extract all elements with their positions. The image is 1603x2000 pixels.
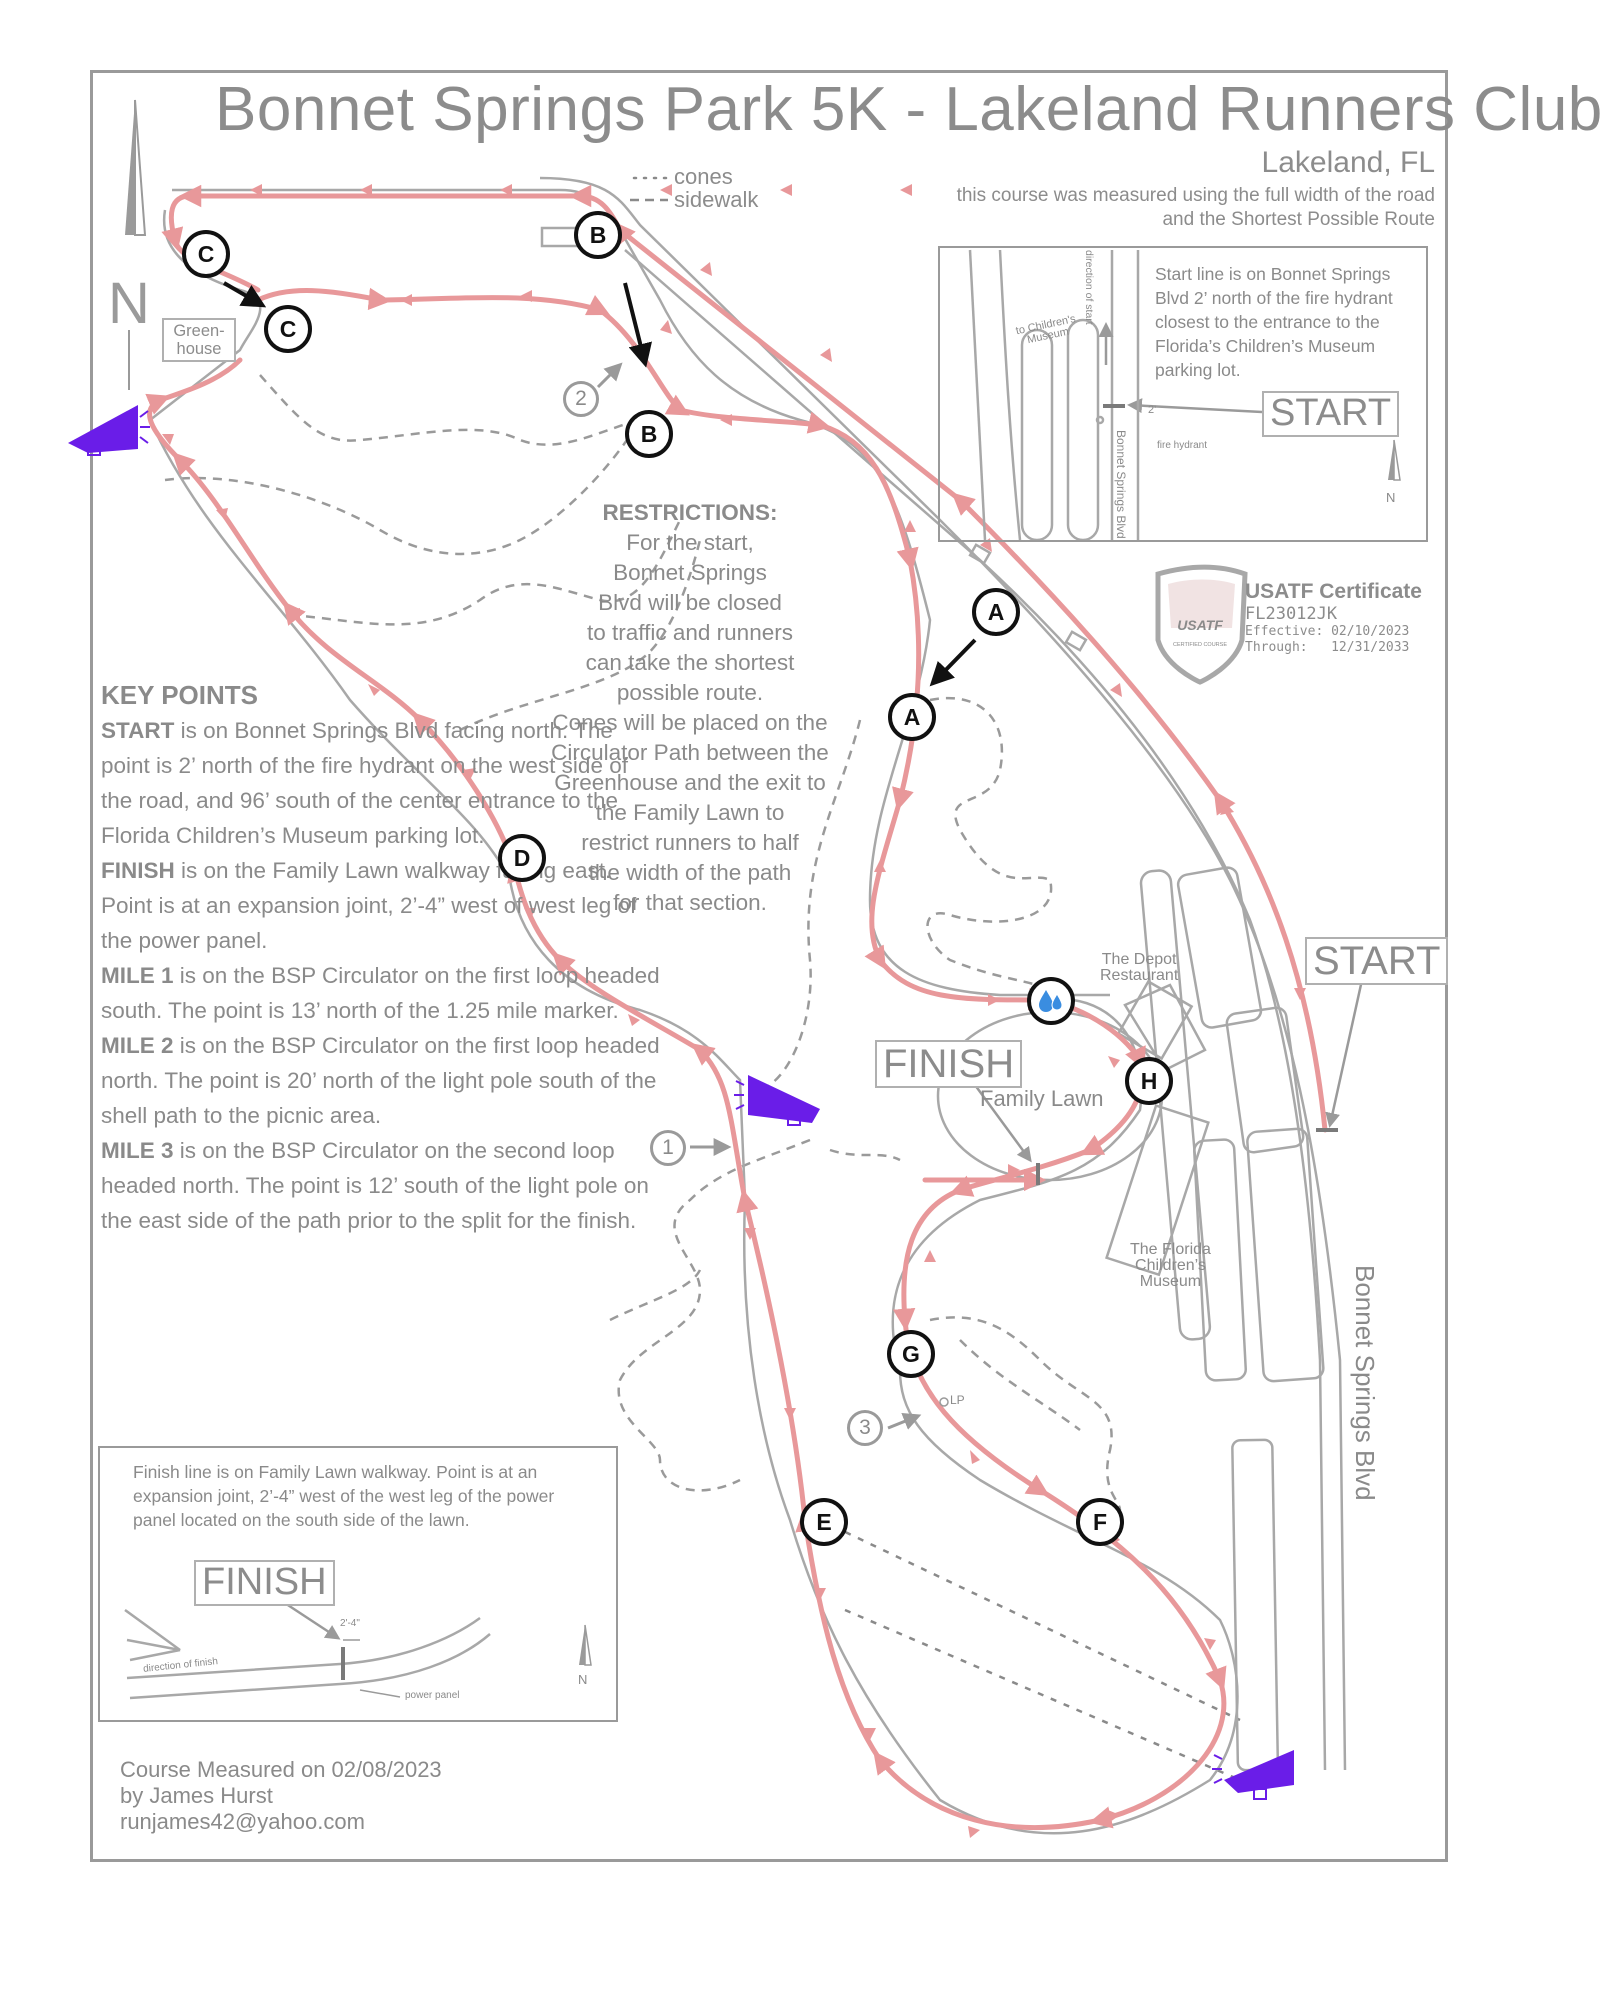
- key-points-heading: KEY POINTS: [101, 680, 259, 710]
- restrictions-line: the Family Lawn to: [595, 800, 785, 825]
- usatf-certificate: USATF Certificate FL23012JK Effective: 0…: [1245, 580, 1422, 656]
- restrictions-line: for that section.: [613, 890, 767, 915]
- key-point-mile-3: MILE 3 is on the BSP Circulator on the s…: [101, 1138, 649, 1233]
- legend-symbols: [630, 176, 670, 202]
- legend-cones: cones: [674, 164, 733, 189]
- finish-inset-north-label: N: [578, 1672, 588, 1687]
- credit-date: Course Measured on 02/08/2023: [120, 1757, 442, 1782]
- depot-building: [1123, 983, 1207, 1072]
- finish-inset-panel-label: power panel: [405, 1690, 460, 1701]
- restrictions-line: Greenhouse and the exit to: [554, 770, 826, 795]
- water-station: [1027, 977, 1075, 1025]
- restrictions-line: can take the shortest: [585, 650, 795, 675]
- key-point-finish: FINISH is on the Family Lawn walkway fac…: [101, 858, 637, 953]
- key-points-block: KEY POINTS START is on Bonnet Springs Bl…: [101, 678, 661, 1238]
- mile-marker-3: 3: [847, 1410, 883, 1446]
- north-arrow-icon: [125, 99, 147, 390]
- bonnet-springs-blvd-label: Bonnet Springs Blvd: [1350, 1265, 1380, 1501]
- legend-sidewalk: sidewalk: [674, 187, 759, 212]
- label-pointers: [264, 398, 1364, 1640]
- megaphone-icon: [68, 405, 150, 456]
- start-inset-offset-label: 2': [1148, 404, 1157, 416]
- checkpoint-c: C: [182, 230, 230, 278]
- certificate-effective: Effective: 02/10/2023: [1245, 624, 1410, 639]
- parking-lot: [1105, 866, 1325, 1772]
- restrictions-line: possible route.: [616, 680, 764, 705]
- restrictions-line: Blvd will be closed: [598, 590, 782, 615]
- certificate-title: USATF Certificate: [1245, 580, 1422, 603]
- page-title: Bonnet Springs Park 5K - Lakeland Runner…: [215, 75, 1603, 144]
- usatf-badge-icon: USATF CERTIFIED COURSE: [1155, 564, 1248, 685]
- restrictions-line: For the start,: [626, 530, 754, 555]
- restrictions-block: RESTRICTIONS: For the start, Bonnet Spri…: [500, 498, 880, 918]
- start-inset: [938, 246, 1428, 542]
- checkpoint-a: A: [972, 588, 1020, 636]
- restrictions-line: Cones will be placed on the: [552, 710, 828, 735]
- certificate-through: Through: 12/31/2033: [1245, 640, 1410, 655]
- megaphone-icon: [734, 1075, 820, 1126]
- finish-label: FINISH: [875, 1040, 1023, 1088]
- usatf-badge-text: USATF: [1177, 617, 1223, 633]
- checkpoint-d: D: [498, 834, 546, 882]
- checkpoint-b: B: [574, 211, 622, 259]
- mile-marker-1: 1: [650, 1130, 686, 1166]
- megaphone-icon: [1212, 1750, 1294, 1800]
- start-inset-north-label: N: [1386, 490, 1396, 505]
- water-drop-icon: [1039, 989, 1063, 1012]
- key-point-start: START is on Bonnet Springs Blvd facing n…: [101, 718, 628, 848]
- checkpoint-e: E: [800, 1498, 848, 1546]
- finish-inset: [98, 1446, 618, 1722]
- usatf-badge-sub: CERTIFIED COURSE: [1173, 642, 1227, 648]
- checkpoint-h: H: [1125, 1057, 1173, 1105]
- start-inset-text: Start line is on Bonnet Springs Blvd 2’ …: [1155, 264, 1393, 380]
- mile-pointers: [596, 362, 922, 1430]
- checkpoint-b: B: [625, 410, 673, 458]
- finish-inset-north-icon: [579, 1624, 592, 1666]
- credit-measurer: by James Hurst: [120, 1783, 273, 1808]
- restrictions-line: restrict runners to half: [581, 830, 799, 855]
- finish-inset-label: FINISH: [194, 1560, 335, 1606]
- course-map: USATF CERTIFIED COURSE: [68, 99, 1401, 1838]
- checkpoint-f: F: [1076, 1498, 1124, 1546]
- finish-inset-drawing: [124, 1608, 491, 1700]
- start-inset-road-label: Bonnet Springs Blvd: [1114, 430, 1128, 539]
- restrictions-line: the width of the path: [588, 860, 792, 885]
- measurement-note: this course was measured using the full …: [956, 185, 1435, 230]
- restrictions-line: Circulator Path between the: [551, 740, 829, 765]
- start-label: START: [1305, 937, 1449, 985]
- family-lawn-label: Family Lawn: [980, 1086, 1104, 1111]
- cone-lines: [819, 1518, 1241, 1782]
- checkpoint-pointers: [222, 281, 977, 687]
- start-inset-north-icon: [1388, 439, 1401, 481]
- key-point-mile-2: MILE 2 is on the BSP Circulator on the f…: [101, 1033, 660, 1128]
- checkpoint-g: G: [887, 1330, 935, 1378]
- certificate-id: FL23012JK: [1245, 604, 1338, 624]
- location-subtitle: Lakeland, FL: [1261, 146, 1435, 179]
- checkpoint-c: C: [264, 305, 312, 353]
- key-point-mile-1: MILE 1 is on the BSP Circulator on the f…: [101, 963, 660, 1023]
- mile-marker-2: 2: [563, 381, 599, 417]
- finish-inset-text: Finish line is on Family Lawn walkway. P…: [133, 1462, 555, 1530]
- start-inset-label: START: [1262, 391, 1400, 437]
- start-inset-direction-label: direction of start: [1083, 250, 1095, 325]
- course-credit: Course Measured on 02/08/2023 by James H…: [120, 1757, 442, 1835]
- restrictions-line: Bonnet Springs: [613, 560, 767, 585]
- credit-email[interactable]: runjames42@yahoo.com: [120, 1809, 365, 1834]
- finish-inset-offset-label: 2'-4": [340, 1618, 360, 1629]
- restrictions-heading: RESTRICTIONS:: [602, 500, 778, 525]
- greenhouse-label: Green-house: [162, 318, 236, 362]
- checkpoint-a: A: [888, 693, 936, 741]
- north-label: N: [108, 271, 150, 336]
- start-inset-hydrant-label: fire hydrant: [1157, 440, 1208, 451]
- light-pole-label: LP: [950, 1393, 965, 1407]
- restrictions-line: to traffic and runners: [587, 620, 793, 645]
